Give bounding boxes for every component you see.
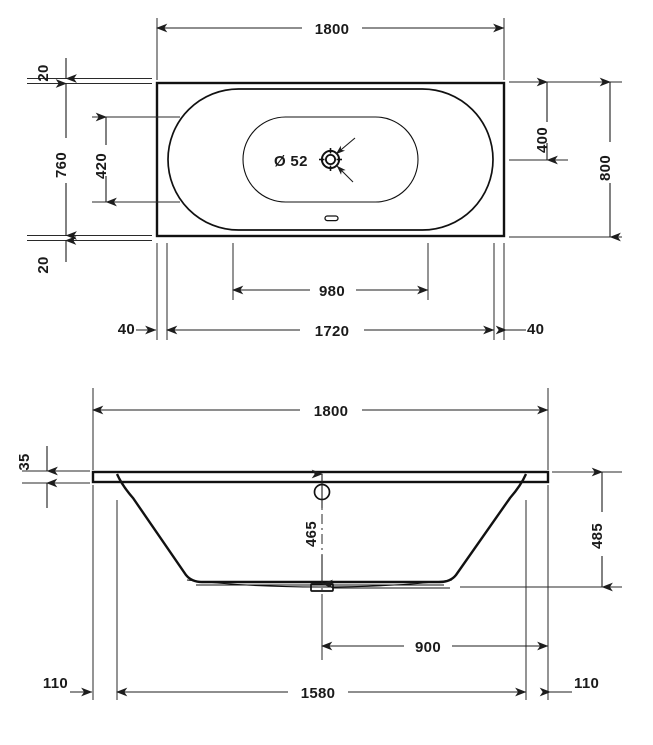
drain-leader-lower: [336, 165, 354, 183]
overflow-slot: [324, 215, 339, 222]
dim-label-420: 420: [93, 153, 110, 179]
dim-label-sec-1800: 1800: [314, 403, 349, 420]
drain-leader-upper: [335, 137, 356, 155]
dim-label-980: 980: [319, 283, 345, 300]
dim-label-900: 900: [415, 639, 441, 656]
dim-label-40-left: 40: [118, 321, 135, 338]
dim-label-35: 35: [16, 453, 33, 470]
tub-rim-oval: [167, 88, 494, 231]
dim-label-465: 465: [303, 521, 320, 547]
dim-label-800: 800: [597, 155, 614, 181]
tub-inner-base-line: [186, 579, 453, 588]
dim-label-760: 760: [53, 152, 70, 178]
dim-label-400: 400: [534, 127, 551, 153]
dim-label-1580: 1580: [301, 685, 336, 702]
top-view: Ø 52 1800 20 760 20 420: [27, 18, 622, 340]
dim-label-110-right: 110: [574, 675, 599, 692]
drain-diameter-label: Ø 52: [274, 153, 308, 170]
tub-body-profile: [115, 473, 528, 584]
section-view: 1800 35 465 485 900 1580: [16, 388, 622, 702]
dim-label-40-right: 40: [527, 321, 544, 338]
dim-label-1800-top: 1800: [315, 21, 350, 38]
tub-outer-rectangle: [155, 81, 506, 238]
drain-target-symbol: [319, 148, 342, 171]
dim-label-20-upper: 20: [35, 64, 52, 81]
dim-label-110-left: 110: [43, 675, 68, 692]
dim-label-485: 485: [589, 523, 606, 549]
tub-basin-oval: [242, 116, 419, 203]
dim-label-20-lower: 20: [35, 256, 52, 273]
tub-rim-bar: [91, 470, 550, 484]
dim-label-1720: 1720: [315, 323, 350, 340]
